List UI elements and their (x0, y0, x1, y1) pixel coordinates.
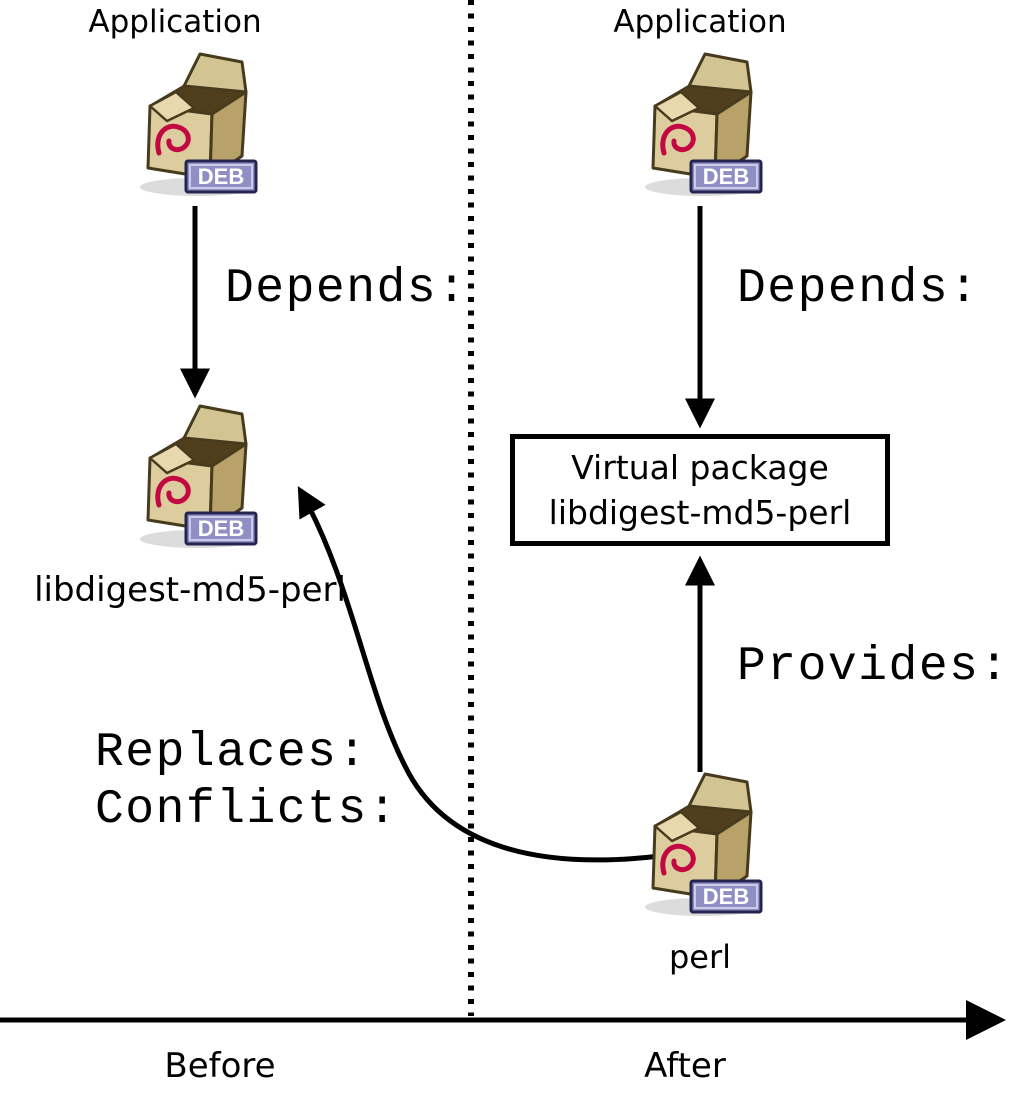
libdigest-package-icon (120, 402, 270, 552)
perl-package-icon (625, 770, 775, 920)
virtual-package-box: Virtual package libdigest-md5-perl (510, 434, 890, 546)
application-label-before: Application (88, 4, 262, 40)
perl-package-label: perl (668, 938, 732, 976)
axis-label-before: Before (164, 1046, 276, 1086)
libdigest-package-label: libdigest-md5-perl (34, 570, 346, 610)
depends-label-before: Depends: (225, 262, 468, 316)
application-package-icon-after (625, 50, 775, 200)
conflicts-label: Conflicts: (95, 783, 399, 837)
virtual-package-line1: Virtual package (571, 448, 829, 488)
depends-label-after: Depends: (737, 262, 980, 316)
provides-label: Provides: (737, 640, 1010, 694)
application-label-after: Application (613, 4, 787, 40)
application-package-icon-before (120, 50, 270, 200)
axis-label-after: After (644, 1046, 726, 1086)
replaces-label: Replaces: (95, 726, 368, 780)
virtual-package-line2: libdigest-md5-perl (548, 492, 852, 532)
